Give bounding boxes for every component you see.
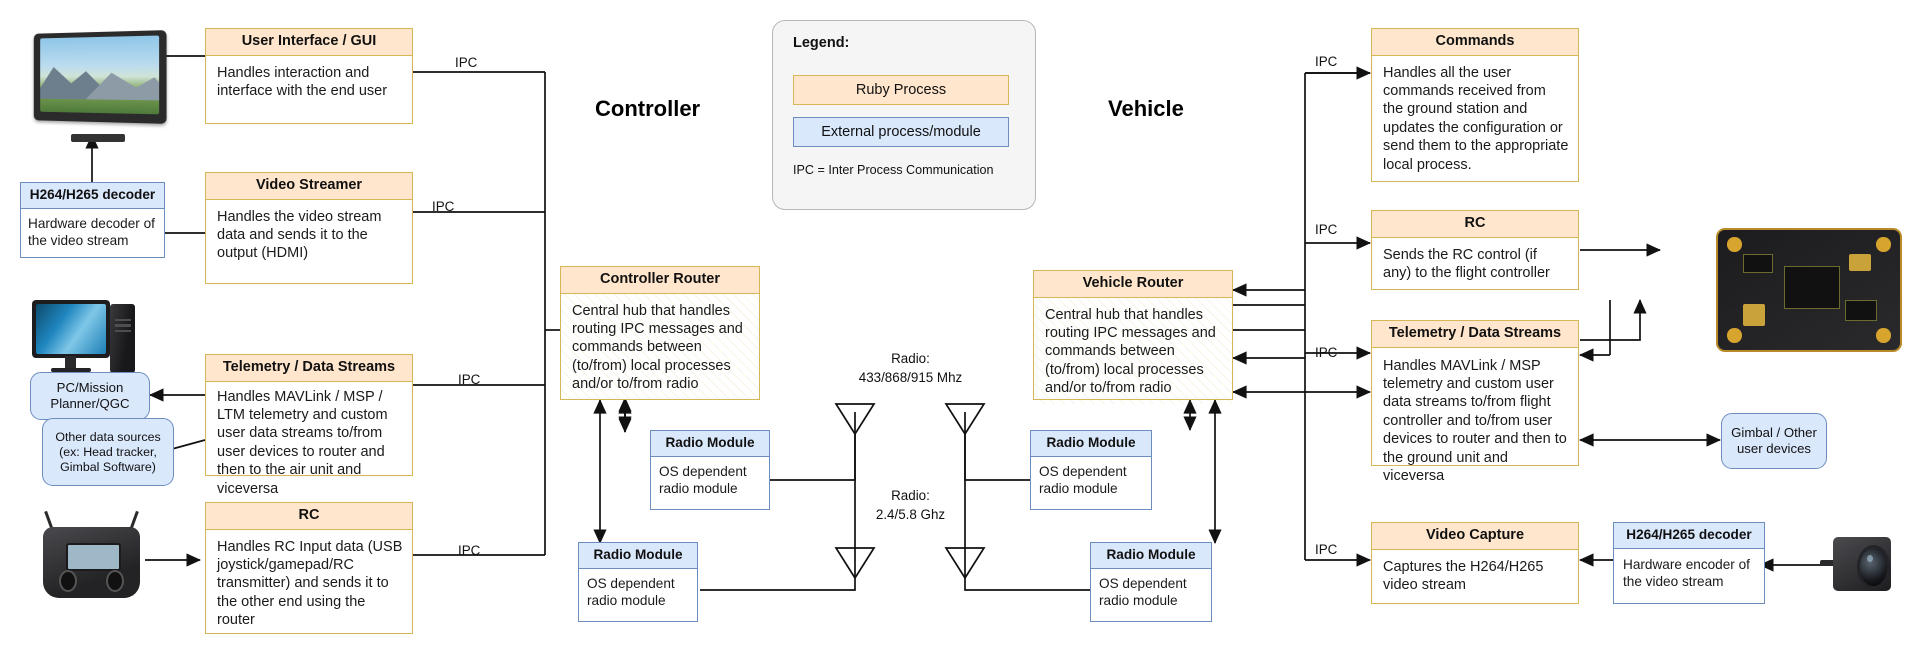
box-telemetry-data-streams-vehicle[interactable]: Telemetry / Data Streams Handles MAVLink…: [1371, 320, 1579, 484]
box-body: Handles interaction and interface with t…: [217, 64, 388, 100]
box-radio-module-controller-bottom[interactable]: Radio Module OS dependent radio module: [578, 542, 698, 622]
vehicle-section-title: Vehicle: [1108, 96, 1184, 121]
box-body: Handles MAVLink / MSP / LTM telemetry an…: [217, 388, 388, 497]
ipc-label-video-capture: IPC: [1315, 542, 1338, 557]
box-title: Radio Module: [651, 431, 769, 457]
box-body: Hardware encoder of the video stream: [1623, 556, 1750, 589]
box-body: Handles the video stream data and sends …: [217, 208, 382, 262]
radio-link-label-bottom-line2: 2.4/5.8 Ghz: [875, 507, 946, 522]
legend-chip-ruby-process: Ruby Process: [793, 75, 1009, 105]
box-body: Sends the RC control (if any) to the fli…: [1383, 246, 1550, 282]
bubble-gimbal-other-user-devices[interactable]: Gimbal / Other user devices: [1721, 413, 1827, 469]
flight-controller-board-image: [1716, 228, 1902, 352]
box-title: Radio Module: [1091, 543, 1211, 569]
box-title: Telemetry / Data Streams: [206, 355, 412, 382]
box-telemetry-data-streams-controller[interactable]: Telemetry / Data Streams Handles MAVLink…: [205, 354, 413, 497]
legend-ipc-note: IPC = Inter Process Communication: [793, 163, 994, 177]
ipc-label-commands: IPC: [1315, 54, 1338, 69]
radio-link-label-top-line2: 433/868/915 Mhz: [858, 370, 963, 385]
box-radio-module-controller-top[interactable]: Radio Module OS dependent radio module: [650, 430, 770, 510]
box-body: OS dependent radio module: [587, 575, 675, 608]
box-video-capture-vehicle[interactable]: Video Capture Captures the H264/H265 vid…: [1371, 522, 1579, 604]
ipc-label-gui: IPC: [455, 55, 478, 70]
ipc-label-rc-controller: IPC: [458, 543, 481, 558]
box-title: Commands: [1372, 29, 1578, 56]
box-title: Radio Module: [579, 543, 697, 569]
box-body: Hardware decoder of the video stream: [28, 215, 155, 248]
box-rc-vehicle[interactable]: RC Sends the RC control (if any) to the …: [1371, 210, 1579, 290]
box-user-interface-gui[interactable]: User Interface / GUI Handles interaction…: [205, 28, 413, 124]
box-title: Video Streamer: [206, 173, 412, 200]
box-vehicle-router[interactable]: Vehicle Router Central hub that handles …: [1033, 270, 1233, 404]
box-title: H264/H265 decoder: [21, 183, 164, 209]
box-title: Video Capture: [1372, 523, 1578, 550]
ipc-label-rc-vehicle: IPC: [1315, 222, 1338, 237]
box-title: Vehicle Router: [1034, 271, 1232, 298]
box-title: RC: [206, 503, 412, 530]
box-title: Telemetry / Data Streams: [1372, 321, 1578, 348]
legend-panel: Legend: Ruby Process External process/mo…: [772, 20, 1036, 210]
box-video-streamer[interactable]: Video Streamer Handles the video stream …: [205, 172, 413, 284]
box-controller-router[interactable]: Controller Router Central hub that handl…: [560, 266, 760, 400]
legend-chip-external-process: External process/module: [793, 117, 1009, 147]
box-body: OS dependent radio module: [659, 463, 747, 496]
box-title: Radio Module: [1031, 431, 1151, 457]
box-h264-h265-decoder-controller[interactable]: H264/H265 decoder Hardware decoder of th…: [20, 182, 165, 258]
camera-image: [1820, 528, 1916, 600]
rc-transmitter-image: [34, 510, 149, 615]
box-body: Central hub that handles routing IPC mes…: [1034, 297, 1232, 404]
ipc-label-telemetry-controller: IPC: [458, 372, 481, 387]
box-body: Handles MAVLink / MSP telemetry and cust…: [1383, 357, 1567, 485]
box-body: Central hub that handles routing IPC mes…: [561, 293, 759, 400]
radio-link-label-bottom-line1: Radio:: [891, 488, 930, 503]
box-body: Handles all the user commands received f…: [1383, 64, 1569, 173]
bubble-other-data-sources[interactable]: Other data sources (ex: Head tracker, Gi…: [42, 418, 174, 486]
box-rc-controller[interactable]: RC Handles RC Input data (USB joystick/g…: [205, 502, 413, 634]
radio-link-label-top-line1: Radio:: [891, 351, 930, 366]
controller-section-title: Controller: [595, 96, 701, 121]
box-body: Captures the H264/H265 video stream: [1383, 558, 1544, 594]
box-title: RC: [1372, 211, 1578, 238]
ipc-label-video-streamer: IPC: [432, 199, 455, 214]
box-title: User Interface / GUI: [206, 29, 412, 56]
box-radio-module-vehicle-bottom[interactable]: Radio Module OS dependent radio module: [1090, 542, 1212, 622]
bubble-pc-mission-planner[interactable]: PC/Mission Planner/QGC: [30, 372, 150, 420]
desktop-pc-image: [30, 298, 148, 392]
box-body: Handles RC Input data (USB joystick/game…: [217, 538, 403, 629]
box-title: Controller Router: [561, 267, 759, 294]
box-body: OS dependent radio module: [1099, 575, 1187, 608]
ipc-label-telemetry-vehicle: IPC: [1315, 345, 1338, 360]
box-body: OS dependent radio module: [1039, 463, 1127, 496]
box-title: H264/H265 decoder: [1614, 523, 1764, 549]
tv-monitor-image: [30, 30, 167, 142]
box-h264-h265-encoder-vehicle[interactable]: H264/H265 decoder Hardware encoder of th…: [1613, 522, 1765, 604]
legend-title: Legend:: [793, 35, 850, 51]
box-commands-vehicle[interactable]: Commands Handles all the user commands r…: [1371, 28, 1579, 182]
box-radio-module-vehicle-top[interactable]: Radio Module OS dependent radio module: [1030, 430, 1152, 510]
